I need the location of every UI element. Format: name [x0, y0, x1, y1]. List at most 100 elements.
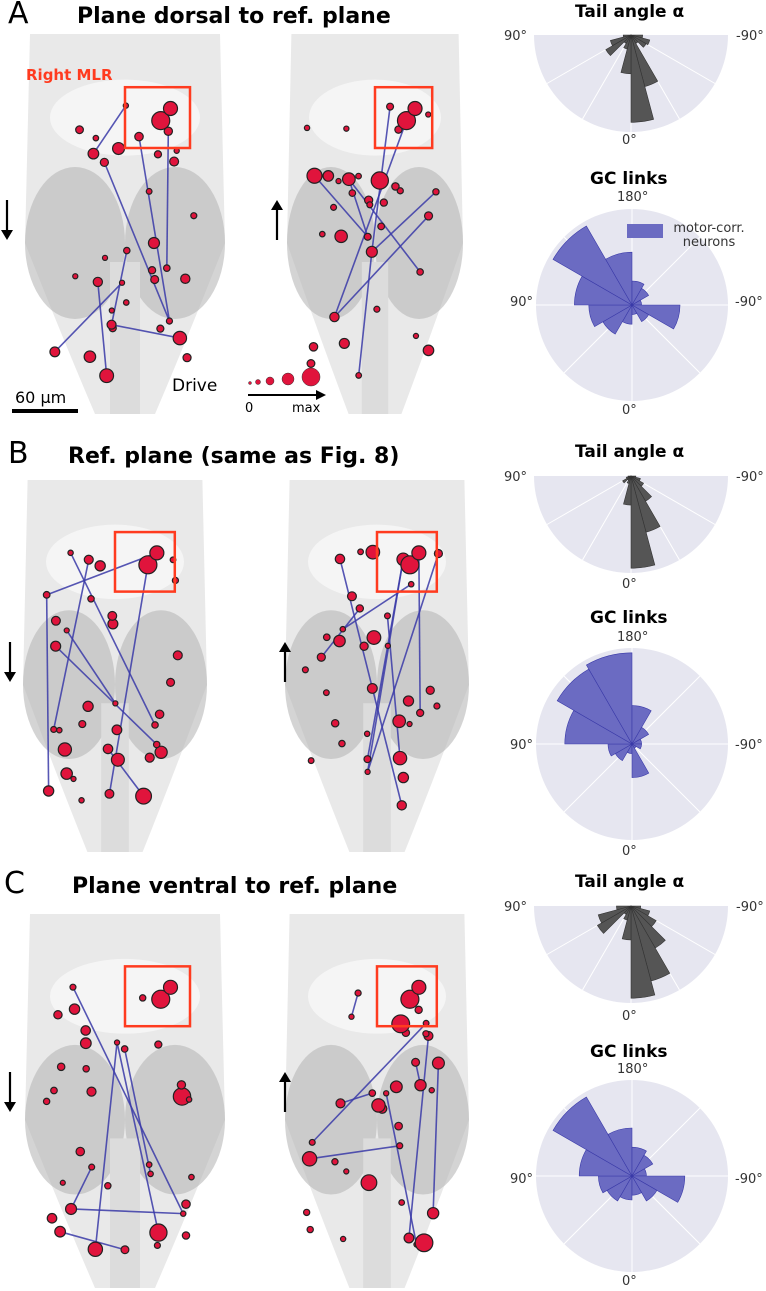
gc-link — [97, 281, 108, 376]
neuron — [112, 700, 119, 707]
neuron — [355, 172, 362, 180]
polar-gridline — [582, 34, 632, 120]
tick-180: 180° — [617, 1062, 649, 1077]
right-mlr-box — [373, 85, 434, 150]
neuron — [42, 1097, 51, 1106]
tail-angle-title: Tail angle α — [575, 442, 685, 462]
gc-links-bar — [631, 287, 650, 306]
neuron — [383, 612, 391, 620]
polar-gridline — [582, 475, 632, 561]
tail-angle-title: Tail angle α — [575, 872, 685, 892]
neuron — [306, 359, 316, 368]
gc-link — [59, 1230, 126, 1251]
neuron — [111, 141, 126, 156]
gc-link — [54, 282, 123, 353]
neuron — [363, 730, 371, 738]
neuron — [92, 134, 100, 142]
neuron — [382, 1090, 390, 1097]
neuron — [154, 709, 165, 720]
neuron — [433, 702, 441, 710]
neuron — [329, 203, 338, 211]
gc-link — [385, 1093, 418, 1245]
neuron — [363, 232, 372, 241]
neuron — [389, 1080, 403, 1094]
neuron — [322, 689, 330, 697]
gc-link — [333, 120, 408, 318]
neuron — [50, 615, 61, 626]
gc-link — [111, 323, 181, 339]
neuron — [67, 549, 74, 557]
neuron — [392, 714, 407, 729]
neuron — [79, 1037, 92, 1050]
tick-90: 90° — [510, 295, 534, 310]
panel-letter: B — [8, 436, 29, 471]
gc-link — [72, 986, 184, 1214]
gc-links-bar — [630, 1175, 686, 1203]
right-mlr-box — [375, 530, 439, 593]
tail-angle-polar — [534, 475, 728, 573]
tail-angle-bar — [630, 34, 647, 48]
neuron — [334, 553, 346, 565]
tick-180: 180° — [617, 190, 649, 205]
neuron — [53, 1010, 63, 1020]
gc-link — [350, 992, 359, 1017]
tissue-dark-right — [375, 167, 463, 319]
neuron — [108, 307, 115, 314]
tick-90: 90° — [504, 470, 528, 485]
neuron — [415, 708, 425, 718]
neuron — [120, 1045, 129, 1053]
gc-links-bar — [605, 251, 633, 307]
tail-angle-bar — [627, 475, 632, 478]
neuron — [366, 630, 382, 645]
gc-links — [54, 105, 181, 376]
neuron — [188, 1173, 195, 1181]
neuron — [308, 1138, 316, 1146]
neuron — [150, 274, 160, 285]
neuron — [59, 1179, 66, 1186]
drive-size-legend — [248, 367, 326, 400]
gc-link — [418, 552, 421, 713]
neuron — [68, 1003, 81, 1015]
neuron — [104, 788, 115, 799]
neuron — [416, 268, 424, 276]
neuron — [113, 1039, 121, 1046]
neuron — [400, 555, 420, 575]
scale-bar — [12, 409, 78, 413]
gc-link — [116, 1042, 160, 1233]
gc-links-bar — [631, 742, 650, 778]
panel-title: Plane ventral to ref. plane — [72, 874, 398, 899]
neuron — [179, 1210, 187, 1217]
neuron — [152, 740, 161, 749]
neuron — [144, 752, 155, 763]
neuron — [118, 279, 126, 286]
neuron — [147, 1170, 154, 1178]
neuron — [147, 266, 157, 275]
tick-neg90: -90° — [736, 29, 764, 44]
neuron — [411, 545, 427, 561]
tissue-stem — [110, 262, 140, 414]
neuron — [185, 1096, 193, 1103]
brain-image-left — [25, 34, 225, 414]
neuron — [56, 726, 63, 734]
panel-title: Plane dorsal to ref. plane — [77, 4, 391, 29]
neuron — [149, 1223, 168, 1242]
neuron — [122, 299, 130, 306]
neuron — [78, 719, 87, 729]
neuron — [400, 989, 420, 1009]
neuron — [391, 182, 400, 191]
neuron — [50, 640, 62, 652]
neuron — [343, 125, 350, 132]
brain-image-right — [285, 480, 469, 852]
neuron — [402, 695, 415, 707]
gc-links-title: GC links — [590, 169, 668, 189]
neuron — [156, 324, 165, 333]
neuron — [69, 983, 77, 991]
gc-links-bar — [631, 1146, 647, 1178]
drive-label: Drive — [172, 376, 218, 396]
tissue-dark-right — [115, 610, 207, 759]
neuron — [333, 634, 346, 648]
neuron — [86, 1086, 97, 1097]
neuron — [172, 330, 188, 346]
neuron — [306, 167, 323, 184]
neuron — [431, 1056, 445, 1070]
